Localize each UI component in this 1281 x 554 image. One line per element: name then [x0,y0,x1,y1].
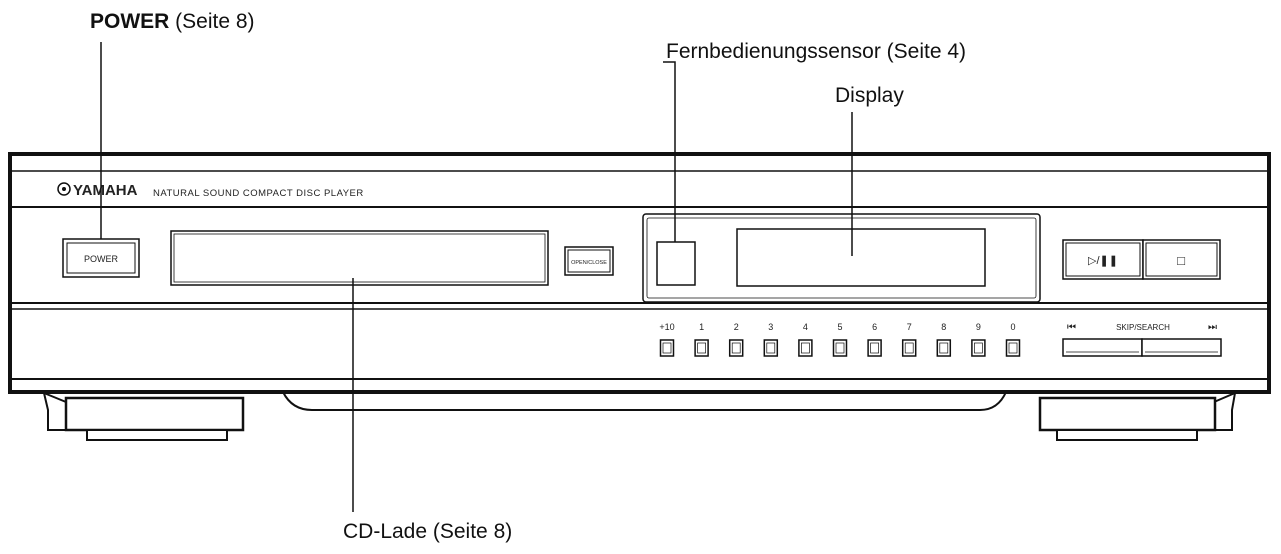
number-key-label: 0 [1010,322,1015,332]
callout-display: Display [835,84,904,107]
skip-back-icon: ⏮ [1067,322,1076,333]
number-key-button[interactable] [901,339,917,357]
callout-power: POWER (Seite 8) [90,10,255,34]
callout-tray: CD-Lade (Seite 8) [343,520,513,543]
callout-sensor: Fernbedienungssensor (Seite 4) [666,40,967,63]
number-key-button[interactable] [936,339,952,357]
power-button-label: POWER [84,254,119,264]
number-key-inner [974,342,983,354]
number-key-inner [801,342,810,354]
display-screen [736,228,986,287]
skip-forward-icon: ⏭ [1208,322,1217,333]
number-key-inner [662,342,672,354]
callout-power-page: (Seite 8) [169,10,255,33]
number-key-label: 9 [976,322,981,332]
number-key-inner [939,342,949,354]
open-close-button[interactable]: OPEN/CLOSE [564,246,614,276]
open-close-label: OPEN/CLOSE [571,260,607,266]
number-key-button[interactable] [832,339,848,357]
play-pause-button[interactable]: ▷/❚❚ [1062,239,1144,280]
number-key-inner [731,342,741,354]
leader-sensor [663,61,676,242]
power-button[interactable]: POWER [62,238,140,278]
stop-button[interactable]: □ [1142,239,1221,280]
number-key-label: 3 [768,322,773,332]
callout-power-name: POWER [90,10,170,33]
number-key-button[interactable] [694,339,709,357]
left-foot [42,391,245,441]
skip-forward-button[interactable] [1141,338,1222,357]
right-foot [1038,391,1237,441]
number-key-button[interactable] [763,339,779,357]
number-key-button[interactable] [971,339,986,357]
remote-sensor [656,241,696,286]
brand-subtitle: NATURAL SOUND COMPACT DISC PLAYER [153,188,364,199]
stop-icon: □ [1177,253,1185,268]
leader-lines [100,42,853,512]
number-key-button[interactable] [728,339,744,357]
number-key-inner [904,342,914,354]
skip-search-label: SKIP/SEARCH [1116,323,1170,332]
number-key-button[interactable] [798,339,813,357]
number-key-inner [835,342,845,354]
number-key-label: 4 [803,322,808,332]
skip-search-controls: ⏮ SKIP/SEARCH ⏭ [1062,322,1222,357]
number-key-label: +10 [659,322,674,332]
number-key-button[interactable] [1005,339,1021,357]
number-key-label: 2 [734,322,739,332]
brand-name: YAMAHA [73,182,138,199]
number-key-inner [1008,342,1018,354]
number-key-inner [870,342,879,354]
number-key-label: 6 [872,322,877,332]
chassis-underside [282,391,1007,411]
number-key-button[interactable] [659,339,675,357]
number-keys: +10 1 2 3 4 5 6 7 8 9 0 [659,322,1021,357]
number-key-button[interactable] [867,339,882,357]
number-key-label: 8 [941,322,946,332]
number-key-inner [766,342,776,354]
brand-line: YAMAHA NATURAL SOUND COMPACT DISC PLAYER [57,182,364,199]
skip-back-button[interactable] [1062,338,1143,357]
number-key-label: 7 [907,322,912,332]
number-key-inner [697,342,706,354]
play-pause-icon: ▷/❚❚ [1088,255,1118,267]
disc-tray[interactable] [170,230,549,286]
number-key-label: 1 [699,322,704,332]
number-key-label: 5 [837,322,842,332]
